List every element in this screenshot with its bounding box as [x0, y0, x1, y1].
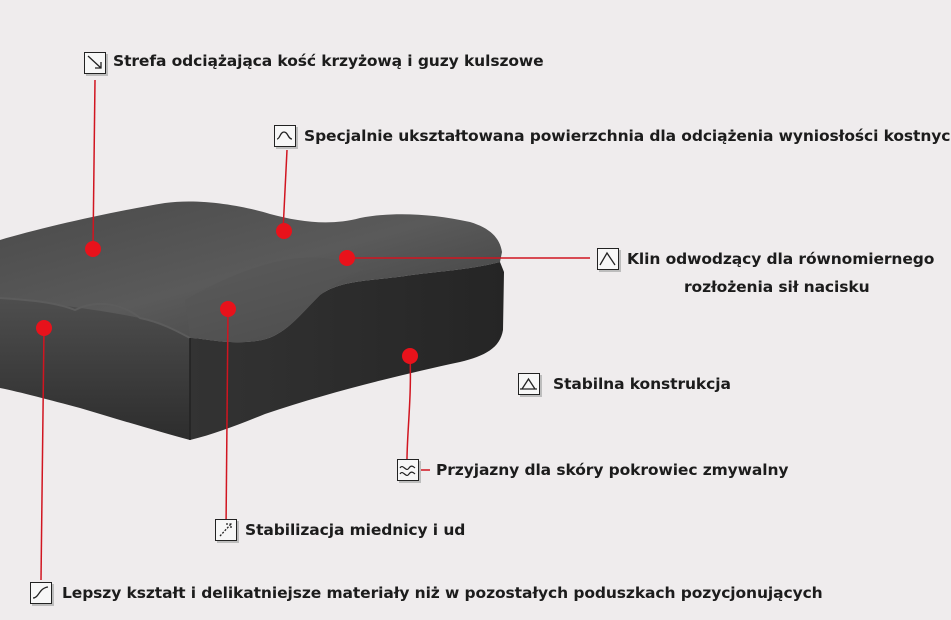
- marker-dot: [36, 320, 52, 336]
- feature-label-wedge-line2: rozłożenia sił nacisku: [684, 278, 870, 296]
- diagonal-arrow-icon: [84, 52, 106, 74]
- contour-shape-icon: [274, 125, 296, 147]
- feature-label-washable-cover: Przyjazny dla skóry pokrowiec zmywalny: [436, 461, 789, 479]
- wedge-icon: [597, 248, 619, 270]
- waves-icon: [397, 459, 419, 481]
- marker-dots: [36, 223, 418, 364]
- marker-dot: [276, 223, 292, 239]
- feature-label-stable: Stabilna konstrukcja: [553, 375, 731, 393]
- feature-label-sacrum-relief: Strefa odciążająca kość krzyżową i guzy …: [113, 52, 544, 70]
- feature-label-better-shape: Lepszy kształt i delikatniejsze materiał…: [62, 584, 823, 602]
- feature-label-wedge-line1: Klin odwodzący dla równomiernego: [627, 250, 935, 268]
- stable-triangle-icon: [518, 373, 540, 395]
- feature-label-pelvis-stabilization: Stabilizacja miednicy i ud: [245, 521, 466, 539]
- marker-dot: [220, 301, 236, 317]
- cushion-side-face: [190, 262, 504, 440]
- marker-dot: [339, 250, 355, 266]
- stabilize-arrow-icon: [215, 519, 237, 541]
- cushion-contour-ridge: [185, 257, 365, 343]
- marker-dot: [402, 348, 418, 364]
- feature-label-shaped-surface: Specjalnie ukształtowana powierzchnia dl…: [304, 127, 951, 145]
- cushion-front-edge: [0, 297, 191, 339]
- marker-dot: [85, 241, 101, 257]
- curve-icon: [30, 582, 52, 604]
